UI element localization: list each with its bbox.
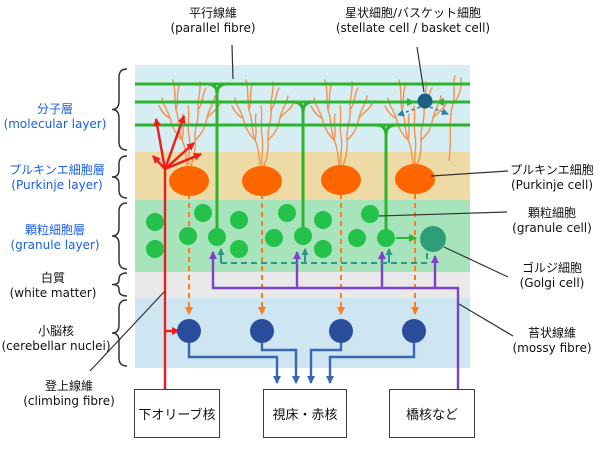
mossy-fibre — [209, 251, 460, 389]
granule-cell — [208, 228, 226, 246]
nuclei-brace — [111, 299, 128, 367]
mossy-fibre-label-en: (mossy fibre) — [512, 341, 592, 355]
stellate-basket-cell — [397, 93, 449, 117]
purkinje-cell-body — [169, 166, 209, 196]
climbing-fibre-label-jp: 登上線維 — [44, 379, 93, 393]
stellate-pointer — [416, 46, 425, 93]
stellate-basket-label: 星状細胞/バスケット細胞 (stellate cell / basket cel… — [310, 6, 516, 36]
granule-axon-branch — [384, 123, 397, 136]
thalamus-red-nucleus-box: 視床・赤核 — [263, 389, 347, 438]
white-matter-label: 白質 (white matter) — [0, 271, 106, 301]
parallel-fibre-label-en: (parallel fibre) — [170, 21, 256, 35]
parallel-fibre-pointer — [231, 44, 234, 80]
granule-layer-label-en: (granule layer) — [10, 238, 100, 252]
golgi-cell-label-jp: ゴルジ細胞 — [521, 261, 582, 275]
golgi-cell-pointer — [443, 246, 509, 278]
purkinje-cell-body — [242, 166, 282, 196]
granule-layer-label: 顆粒細胞層 (granule layer) — [0, 223, 110, 253]
granule-cell — [348, 229, 366, 247]
granule-cell — [265, 229, 283, 247]
granule-cell — [314, 211, 332, 229]
climbing-fibre-label: 登上線維 (climbing fibre) — [8, 379, 130, 409]
cerebellar-nucleus-neuron — [329, 319, 353, 343]
climbing-fibre — [152, 115, 202, 389]
stellate-basket-cell-body — [417, 93, 433, 109]
granule-brace — [111, 202, 128, 270]
granule-cell — [146, 240, 164, 258]
pointer-lines — [89, 44, 514, 372]
mossy-fibre-label: 苔状線維 (mossy fibre) — [504, 326, 600, 356]
purkinje-layer-label: プルキンエ細胞層 (Purkinje layer) — [0, 163, 114, 193]
cerebellar-nuclei-neurons — [177, 319, 426, 384]
purkinje-brace — [111, 155, 128, 199]
molecular-layer-label: 分子層 (molecular layer) — [0, 102, 110, 132]
purkinje-cell-body — [395, 164, 435, 194]
granule-cell — [294, 227, 312, 245]
purkinje-cell-label-en: (Purkinje cell) — [511, 178, 593, 192]
cerebellar-nuclei-label-jp: 小脳核 — [37, 324, 74, 338]
golgi-axon — [217, 248, 428, 264]
purkinje-layer-label-jp: プルキンエ細胞層 — [9, 163, 105, 177]
inferior-olive-box: 下オリーブ核 — [134, 389, 220, 438]
granule-cell — [230, 240, 248, 258]
parallel-fibre-label-jp: 平行線維 — [188, 6, 237, 20]
cerebellar-nucleus-neuron — [402, 319, 426, 343]
granule-cell — [278, 204, 296, 222]
nucleus-axon — [307, 343, 343, 384]
mossy-fibre-label-jp: 苔状線維 — [527, 326, 576, 340]
cerebellar-nucleus-neuron — [250, 319, 274, 343]
pontine-nuclei-box: 橋核など — [389, 389, 475, 438]
purkinje-cell-pointer — [430, 170, 509, 177]
parallel-fibres — [135, 82, 470, 242]
white-matter-brace — [111, 272, 128, 297]
golgi-cell-body — [420, 226, 446, 252]
stellate-basket-label-jp: 星状細胞/バスケット細胞 — [344, 6, 482, 20]
cerebellar-nuclei-label-en: (cerebellar nuclei) — [1, 339, 111, 353]
purkinje-cell-label: プルキンエ細胞 (Purkinje cell) — [504, 163, 600, 193]
climbing-fibre-pointer — [89, 291, 165, 372]
cerebellar-nuclei-label: 小脳核 (cerebellar nuclei) — [0, 324, 112, 354]
nucleus-axon — [260, 343, 300, 384]
purkinje-layer-label-en: (Purkinje layer) — [11, 178, 103, 192]
nucleus-axon — [187, 343, 281, 384]
mossy-fibre-pointer — [458, 303, 514, 337]
molecular-layer-label-jp: 分子層 — [36, 102, 73, 116]
purkinje-cell-label-jp: プルキンエ細胞 — [510, 163, 594, 177]
golgi-axon-line — [221, 253, 428, 264]
stellate-basket-label-en: (stellate cell / basket cell) — [335, 21, 491, 35]
granule-axon-branch — [301, 100, 314, 113]
granule-cell — [179, 227, 197, 245]
golgi-cell-label-en: (Golgi cell) — [519, 276, 585, 290]
granule-axon-branch — [215, 82, 228, 95]
cerebellar-nucleus-neuron — [177, 319, 201, 343]
layer-braces — [111, 68, 128, 367]
purkinje-cell-body — [321, 165, 361, 195]
white-matter-band — [135, 272, 470, 298]
mossy-fibre-line — [209, 251, 460, 389]
granule-cell — [377, 229, 395, 247]
granule-cell-label: 顆粒細胞 (granule cell) — [504, 206, 600, 236]
granule-cell — [361, 205, 379, 223]
molecular-layer-label-en: (molecular layer) — [3, 117, 107, 131]
granule-cell — [146, 213, 164, 231]
white-matter-label-jp: 白質 — [40, 271, 65, 285]
parallel-fibre-label: 平行線維 (parallel fibre) — [138, 6, 288, 36]
white-matter-label-en: (white matter) — [9, 286, 97, 300]
granule-cell — [314, 240, 332, 258]
golgi-cell-label: ゴルジ細胞 (Golgi cell) — [504, 261, 600, 291]
granule-cell — [194, 204, 212, 222]
granule-cell — [230, 211, 248, 229]
granule-cell-pointer — [378, 211, 508, 217]
granule-layer-label-jp: 顆粒細胞層 — [24, 223, 85, 237]
purkinje-cell-bodies — [169, 164, 435, 196]
purkinje-axons — [185, 194, 419, 315]
climbing-fibre-label-en: (climbing fibre) — [23, 394, 115, 408]
molecular-brace — [111, 68, 128, 151]
granule-cell-label-en: (granule cell) — [512, 221, 592, 235]
granule-cells — [146, 204, 395, 258]
nucleus-axon — [326, 343, 416, 384]
granule-cell-label-jp: 顆粒細胞 — [527, 206, 576, 220]
